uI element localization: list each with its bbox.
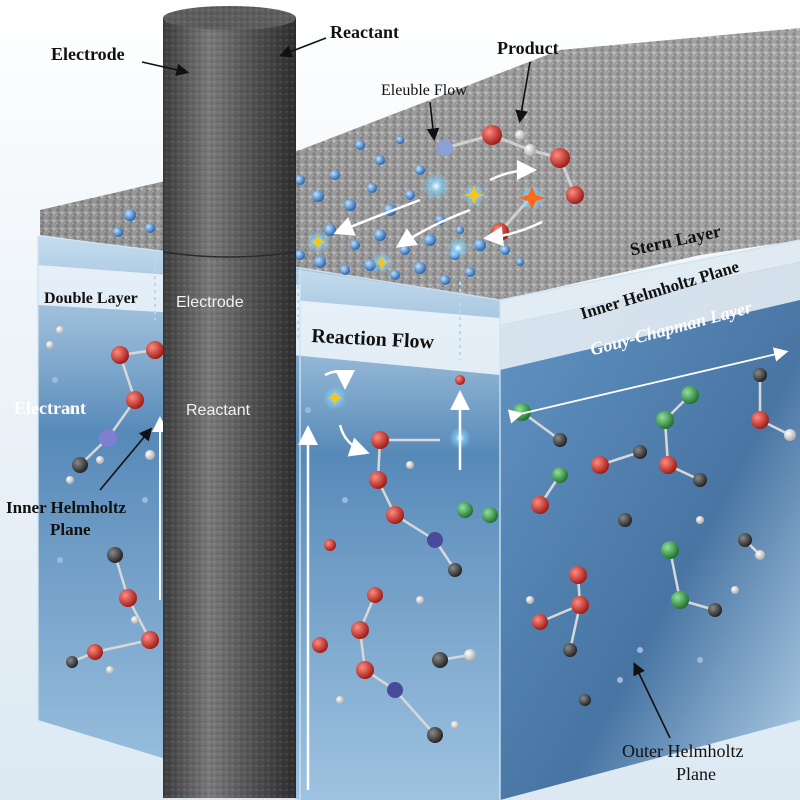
electrode-rod [162,6,297,798]
front-flow-arrows [298,369,470,790]
left-block-molecules [46,326,164,674]
label-outer-helmholtz-line2: Plane [676,764,716,784]
dripping-streams [154,255,461,360]
gouy-chapman-span-arrow [507,347,789,424]
front-block-glows [323,375,471,449]
label-outer-helmholtz-line1: Outer Helmholtz [622,741,744,761]
label-inner-helmholtz-left-line2: Plane [50,520,91,539]
label-inner-helmholtz-left-line1: Inner Helmholtz [6,498,127,517]
surface-flow-arrows [333,160,543,248]
callout-lines [99,37,671,739]
stern-layer-band [500,240,800,325]
front-block-molecules [305,407,498,743]
label-eleuble-flow: Eleuble Flow [381,82,467,99]
reaction-flow-band [292,300,500,375]
inner-helmholtz-band [500,262,800,370]
surface-molecules [437,125,584,241]
label-electrode-on-rod: Electrode [176,294,244,311]
label-reactant-top: Reactant [330,22,399,42]
block-edges [37,235,800,800]
reaction-sparks [306,172,546,273]
label-product: Product [497,38,559,58]
label-reactant-on-rod: Reactant [186,402,251,419]
label-electrant: Electrant [14,398,86,418]
label-double-layer: Double Layer [44,290,138,307]
label-electrode-top: Electrode [51,44,125,64]
